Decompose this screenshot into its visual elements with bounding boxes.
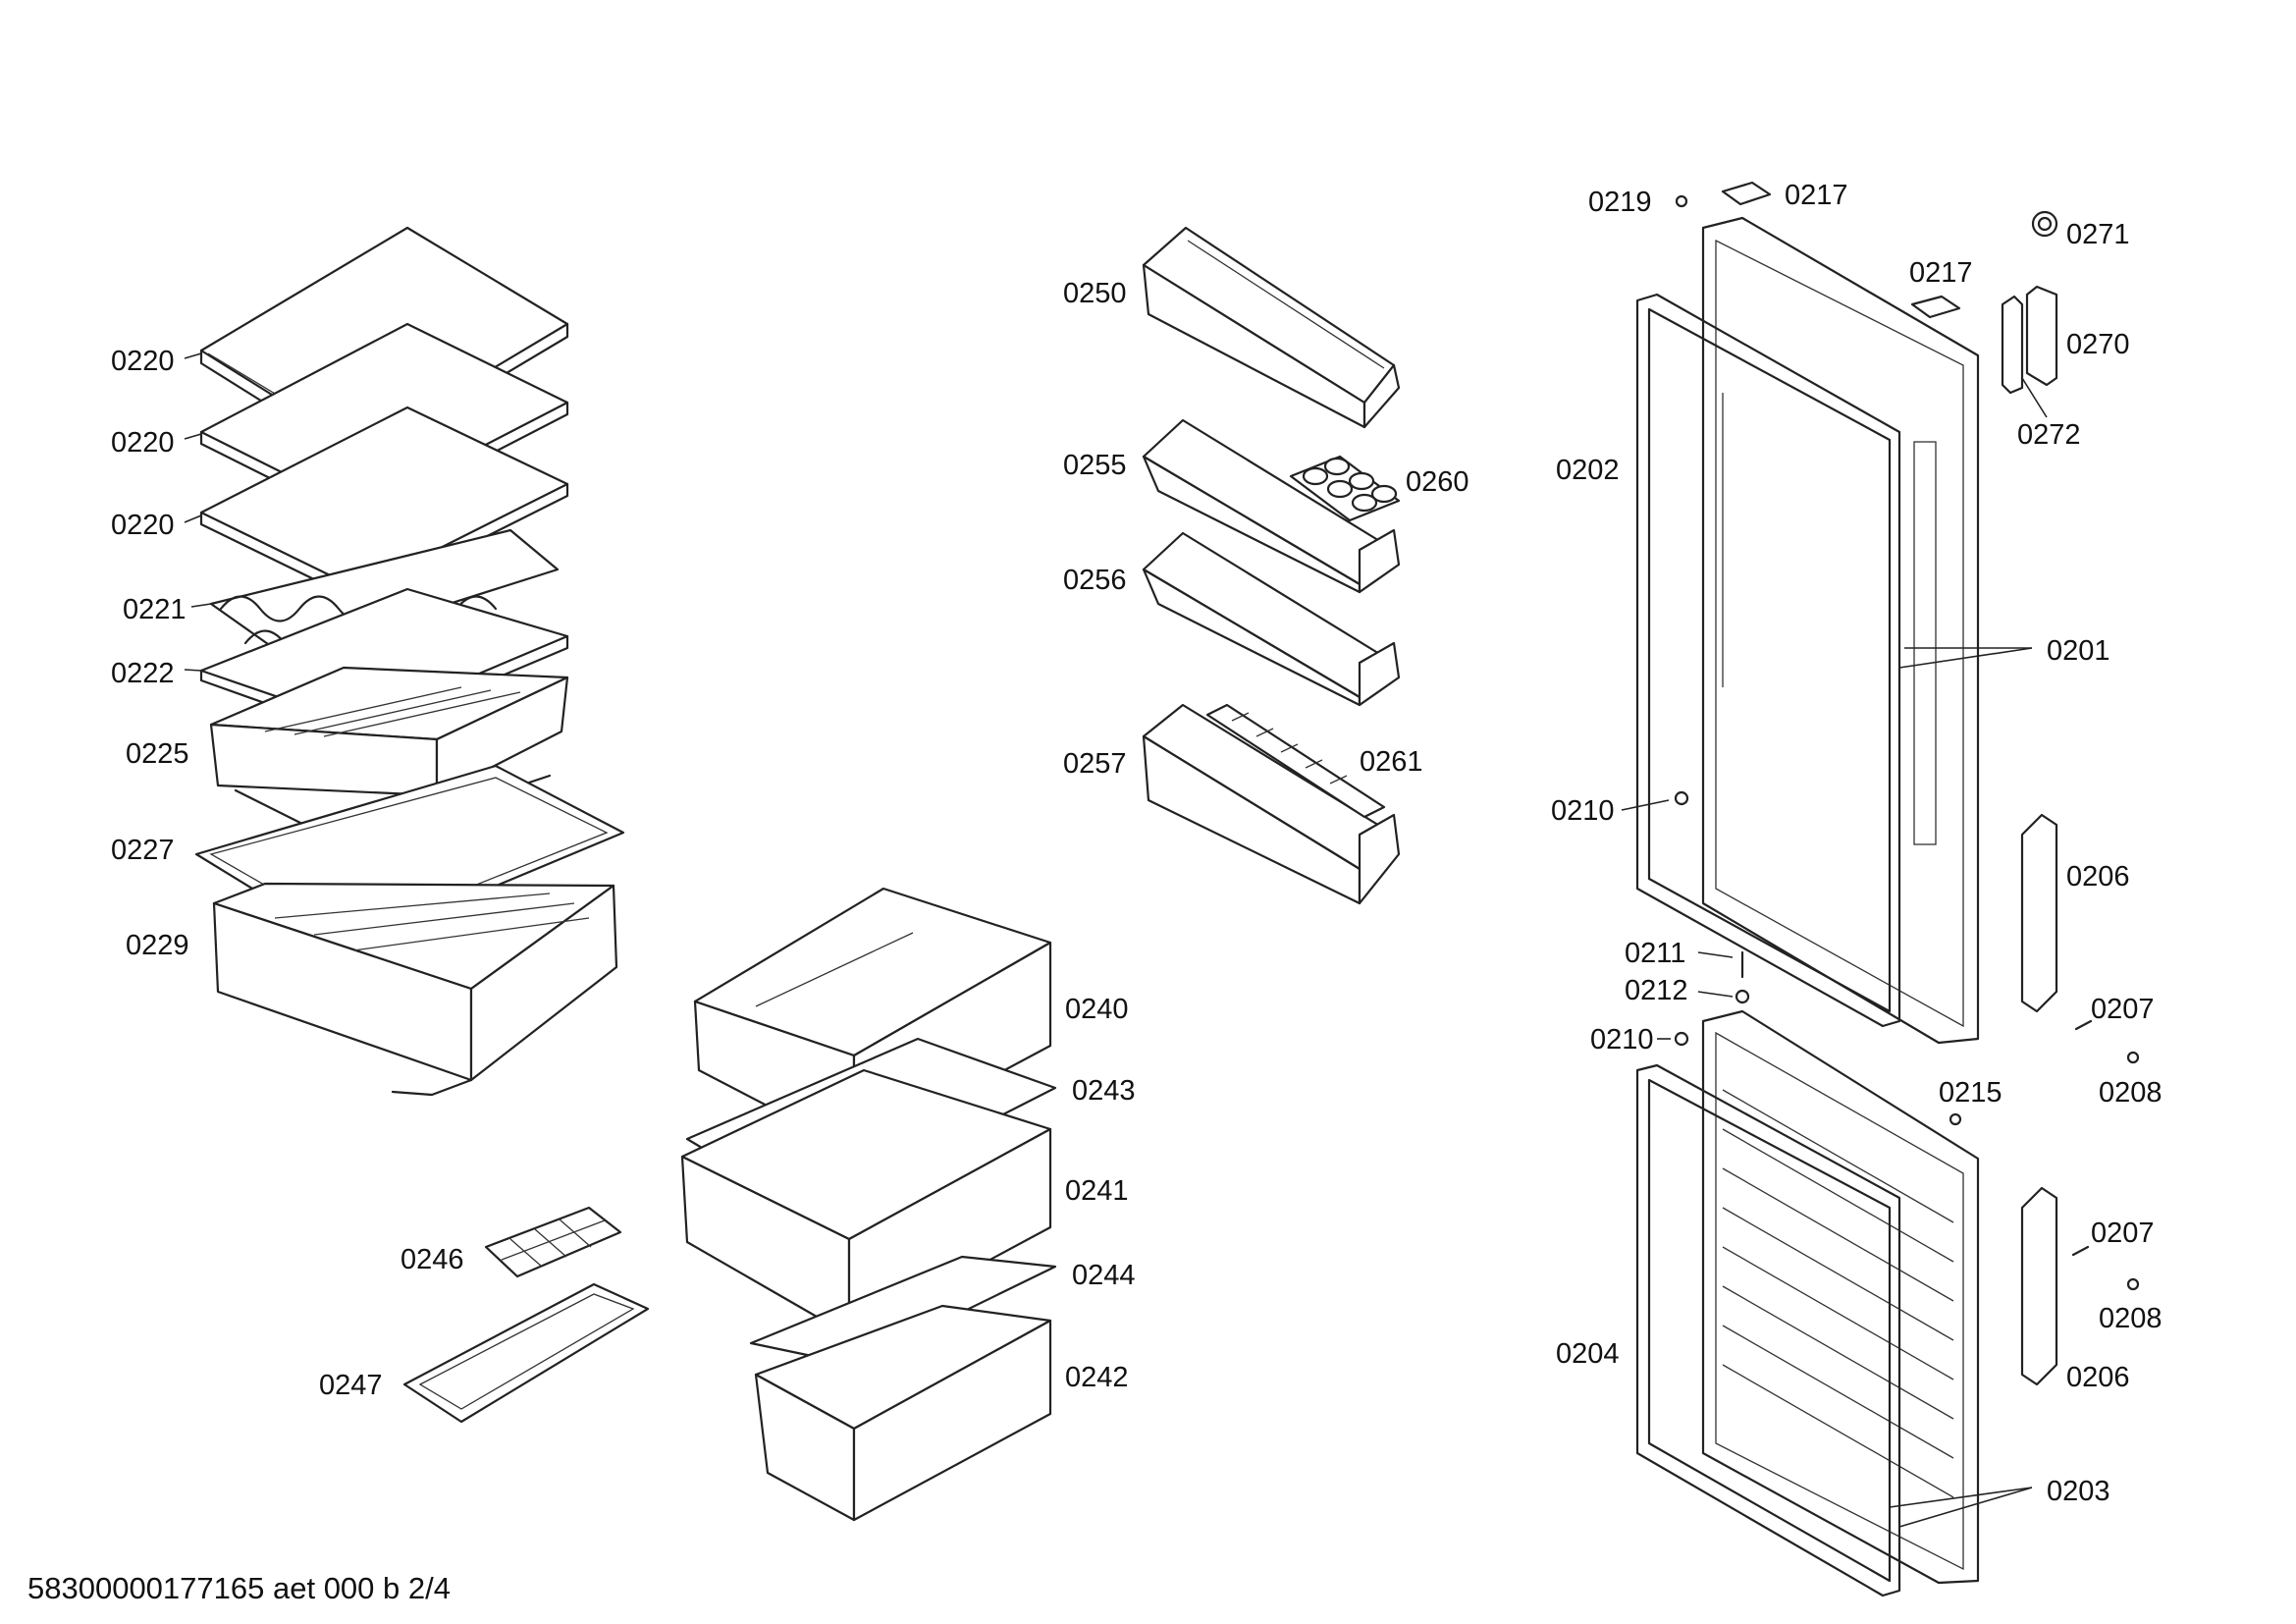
label-0206: 0206 bbox=[2066, 1362, 2130, 1393]
label-0225: 0225 bbox=[126, 738, 189, 770]
cap-0217-a bbox=[1721, 181, 1772, 206]
label-0244: 0244 bbox=[1072, 1260, 1136, 1291]
label-0246: 0246 bbox=[400, 1244, 464, 1275]
vegetable-drawer-0229 bbox=[212, 882, 618, 1097]
label-0250: 0250 bbox=[1063, 278, 1127, 309]
label-0208: 0208 bbox=[2099, 1077, 2163, 1109]
label-0220: 0220 bbox=[111, 510, 175, 541]
hinge-cover-0270 bbox=[2025, 285, 2058, 387]
label-0202: 0202 bbox=[1556, 455, 1620, 486]
screw-0210-a bbox=[1674, 790, 1689, 806]
label-0212: 0212 bbox=[1625, 975, 1688, 1006]
label-0207: 0207 bbox=[2091, 1218, 2155, 1249]
label-0204: 0204 bbox=[1556, 1338, 1620, 1370]
label-0256: 0256 bbox=[1063, 565, 1127, 596]
screw-0210-b bbox=[1674, 1031, 1689, 1047]
label-0271: 0271 bbox=[2066, 219, 2130, 250]
label-0217: 0217 bbox=[1785, 180, 1848, 211]
door-shelf-0256 bbox=[1142, 531, 1401, 707]
label-0255: 0255 bbox=[1063, 450, 1127, 481]
footer-document-code: 58300000177165 aet 000 b 2/4 bbox=[27, 1571, 451, 1605]
label-0208: 0208 bbox=[2099, 1303, 2163, 1334]
label-0240: 0240 bbox=[1065, 994, 1129, 1025]
handle-0206-upper bbox=[2020, 813, 2058, 1013]
label-0222: 0222 bbox=[111, 658, 175, 689]
fridge-door-0201 bbox=[1701, 216, 1980, 1045]
cover-0272 bbox=[2001, 295, 2024, 395]
label-0221: 0221 bbox=[123, 594, 187, 625]
label-0241: 0241 bbox=[1065, 1175, 1129, 1207]
handle-0206-lower bbox=[2020, 1186, 2058, 1386]
ice-cube-tray-0246 bbox=[484, 1206, 622, 1278]
label-0243: 0243 bbox=[1072, 1075, 1136, 1107]
label-0257: 0257 bbox=[1063, 748, 1127, 780]
bottle-shelf-0257 bbox=[1142, 703, 1401, 905]
door-shelf-0255 bbox=[1142, 418, 1401, 594]
screw-0207-a bbox=[2074, 1019, 2093, 1031]
label-0242: 0242 bbox=[1065, 1362, 1129, 1393]
spring-0271 bbox=[2031, 210, 2058, 238]
freezer-drawer-0242 bbox=[754, 1304, 1052, 1522]
screw-0207-b bbox=[2071, 1245, 2090, 1257]
label-0206: 0206 bbox=[2066, 861, 2130, 893]
part-labels: 0219 0217 0217 0271 0270 0272 0202 0201 … bbox=[111, 180, 2163, 1507]
freezer-gasket-0204 bbox=[1635, 1063, 1901, 1597]
label-0220: 0220 bbox=[111, 427, 175, 459]
label-0219: 0219 bbox=[1588, 187, 1652, 218]
label-0217: 0217 bbox=[1909, 257, 1973, 289]
label-0203: 0203 bbox=[2047, 1476, 2110, 1507]
label-0261: 0261 bbox=[1360, 746, 1423, 778]
door-rack-lid-0250 bbox=[1142, 226, 1401, 429]
label-0210: 0210 bbox=[1551, 795, 1615, 827]
label-0201: 0201 bbox=[2047, 635, 2110, 667]
label-0215: 0215 bbox=[1939, 1077, 2002, 1109]
leader-lines bbox=[184, 352, 2048, 1528]
egg-tray-0260 bbox=[1289, 455, 1401, 522]
cap-0217-b bbox=[1910, 295, 1961, 319]
freezer-door-0203 bbox=[1701, 1009, 1980, 1585]
cap-0208-b bbox=[2126, 1277, 2140, 1291]
door-gasket-0202 bbox=[1635, 293, 1901, 1028]
screw-0219 bbox=[1675, 194, 1688, 208]
label-0210: 0210 bbox=[1590, 1024, 1654, 1056]
label-0211: 0211 bbox=[1625, 938, 1685, 969]
pin-0215 bbox=[1949, 1112, 1962, 1126]
label-0229: 0229 bbox=[126, 930, 189, 961]
label-0227: 0227 bbox=[111, 835, 175, 866]
crisper-tray-0225 bbox=[209, 666, 569, 846]
ice-tray-base-0247 bbox=[402, 1282, 650, 1424]
label-0220: 0220 bbox=[111, 346, 175, 377]
label-0260: 0260 bbox=[1406, 466, 1469, 498]
label-0270: 0270 bbox=[2066, 329, 2130, 360]
cap-0208-a bbox=[2126, 1051, 2140, 1064]
label-0207: 0207 bbox=[2091, 994, 2155, 1025]
washer-0212 bbox=[1735, 989, 1750, 1004]
label-0272: 0272 bbox=[2017, 419, 2081, 451]
bottle-holder-0261 bbox=[1205, 703, 1386, 819]
label-0247: 0247 bbox=[319, 1370, 383, 1401]
